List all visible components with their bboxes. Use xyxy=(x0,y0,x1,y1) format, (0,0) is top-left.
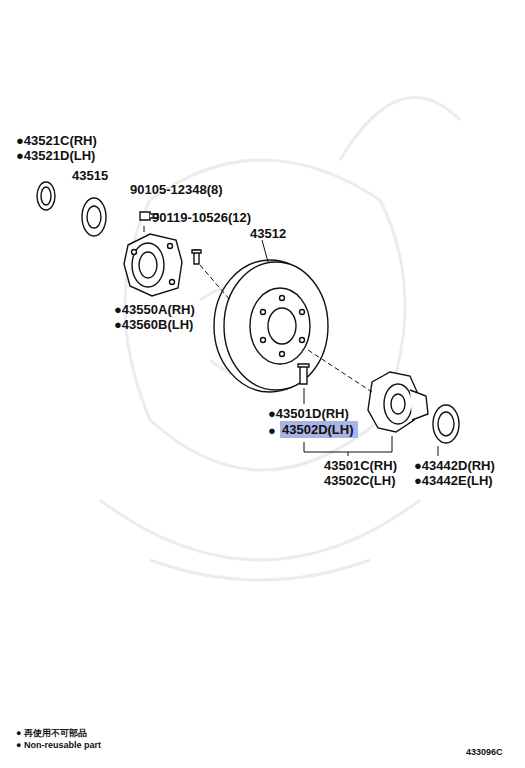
parts xyxy=(37,182,459,443)
footnote-text: ● 再使用不可部品 xyxy=(16,728,87,739)
part-number: 43501C(RH) xyxy=(324,458,397,473)
part-number: ●43560B(LH) xyxy=(114,317,193,332)
part-number: ●43550A(RH) xyxy=(114,302,195,317)
part-number: ●43442D(RH) xyxy=(414,458,495,473)
part-number: ●43442E(LH) xyxy=(414,473,493,488)
part-number: 90105-12348(8) xyxy=(130,182,223,197)
part-number: 43512 xyxy=(250,226,286,241)
part-number: 90119-10526(12) xyxy=(152,210,251,225)
part-number: 43515 xyxy=(72,168,108,183)
part-number: ●43521C(RH) xyxy=(16,133,97,148)
part-number: ● xyxy=(268,423,276,438)
part-number: 43502C(LH) xyxy=(324,473,396,488)
part-number: ●43521D(LH) xyxy=(16,148,95,163)
footnote-text: 433096C xyxy=(466,747,503,758)
part-number: ●43501D(RH) xyxy=(268,406,349,421)
highlighted-part: 43502D(LH) xyxy=(280,421,358,438)
part-number: 43502D(LH) xyxy=(282,422,356,437)
leader-lines xyxy=(144,226,438,456)
footnote-text: ● Non-reusable part xyxy=(16,740,101,751)
watermark xyxy=(100,98,460,581)
